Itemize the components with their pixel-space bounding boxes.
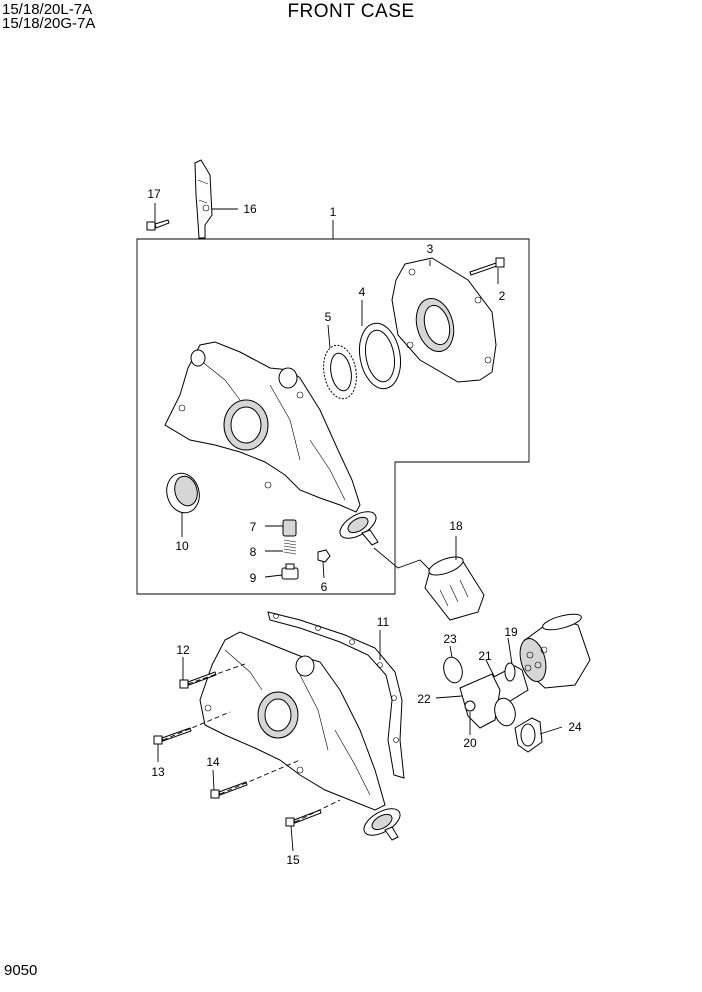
nut-part-6: [317, 549, 331, 563]
callout-1: 1: [330, 205, 337, 219]
oil-filter-part-19: [519, 613, 591, 689]
callout-22: 22: [417, 692, 431, 706]
gear-part-5: [323, 344, 357, 400]
callout-15: 15: [286, 853, 300, 867]
adapter-part-24: [514, 717, 543, 753]
callout-12: 12: [176, 643, 190, 657]
o-ring-part-23: [443, 656, 463, 684]
callout-20: 20: [463, 736, 477, 750]
callout-13: 13: [151, 765, 165, 779]
ring-gear-part-4: [358, 322, 402, 390]
callout-24: 24: [568, 720, 582, 734]
callout-9: 9: [250, 571, 257, 585]
leader-lines: [154, 203, 563, 852]
filter-head-part-20: [459, 673, 501, 729]
bolt-part-15: [285, 809, 322, 827]
callout-11: 11: [377, 615, 390, 629]
front-case-upper: [164, 341, 379, 546]
front-case-lower: [199, 631, 401, 841]
o-ring-part-22: [494, 697, 516, 727]
plug-part-9: [281, 563, 299, 580]
callout-8: 8: [250, 545, 257, 559]
callout-21: 21: [478, 649, 492, 663]
page-number: 9050: [4, 962, 38, 979]
bolt-part-2: [469, 257, 505, 276]
bolt-part-17: [146, 219, 170, 231]
bracket-part-16: [194, 159, 213, 239]
callout-6: 6: [321, 580, 328, 594]
callout-14: 14: [206, 755, 220, 769]
model-line-2: 15/18/20G-7A: [2, 15, 96, 32]
bolt-part-14: [210, 781, 248, 799]
assembly-box-outline: [136, 238, 530, 595]
gasket-part-11: [267, 611, 405, 779]
seal-part-10: [166, 472, 200, 514]
plunger-part-7: [282, 519, 297, 537]
callout-19: 19: [504, 625, 518, 639]
callout-2: 2: [499, 289, 506, 303]
callout-16: 16: [243, 202, 257, 216]
callout-5: 5: [325, 310, 332, 324]
callout-18: 18: [449, 519, 463, 533]
callout-4: 4: [359, 285, 366, 299]
bolt-part-13: [153, 727, 192, 745]
callout-23: 23: [443, 632, 457, 646]
cover-plate-part-3: [391, 257, 497, 383]
callout-17: 17: [147, 187, 161, 201]
filter-part-18: [424, 556, 485, 621]
callout-10: 10: [175, 539, 189, 553]
model-line-1: 15/18/20L-7A: [2, 1, 93, 18]
callout-3: 3: [427, 242, 434, 256]
spring-part-8: [283, 539, 297, 555]
callout-7: 7: [250, 520, 257, 534]
page-title: FRONT CASE: [287, 1, 415, 22]
